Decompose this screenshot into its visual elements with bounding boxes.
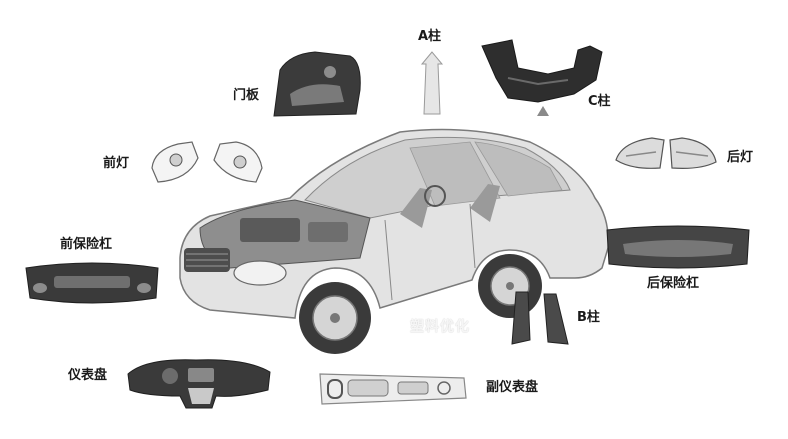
front-bumper-part bbox=[25, 262, 159, 304]
car-cutaway-illustration bbox=[179, 128, 609, 354]
label-headlamp: 前灯 bbox=[103, 156, 130, 171]
a-pillar-part bbox=[420, 51, 444, 115]
taillamp-part bbox=[615, 137, 717, 169]
door-panel-part bbox=[273, 51, 361, 117]
sub-dashboard-part bbox=[319, 373, 467, 405]
label-a-pillar: A柱 bbox=[418, 29, 442, 44]
c-pillar-part bbox=[481, 39, 603, 103]
headlamp-part bbox=[151, 141, 263, 183]
label-front-bumper: 前保险杠 bbox=[60, 237, 113, 252]
b-pillar-part bbox=[511, 291, 569, 345]
label-b-pillar: B柱 bbox=[577, 310, 600, 325]
label-rear-bumper: 后保险杠 bbox=[647, 276, 700, 291]
rear-bumper-part bbox=[606, 225, 750, 269]
label-sub-dashboard: 副仪表盘 bbox=[486, 380, 539, 395]
label-dashboard: 仪表盘 bbox=[68, 368, 108, 383]
watermark-text: 塑料优化 bbox=[410, 319, 470, 335]
label-c-pillar: C柱 bbox=[588, 94, 611, 109]
label-door-panel: 门板 bbox=[233, 88, 260, 103]
dashboard-part bbox=[127, 359, 271, 409]
label-taillamp: 后灯 bbox=[727, 150, 754, 165]
c-pillar-pointer-arrow bbox=[537, 106, 549, 116]
